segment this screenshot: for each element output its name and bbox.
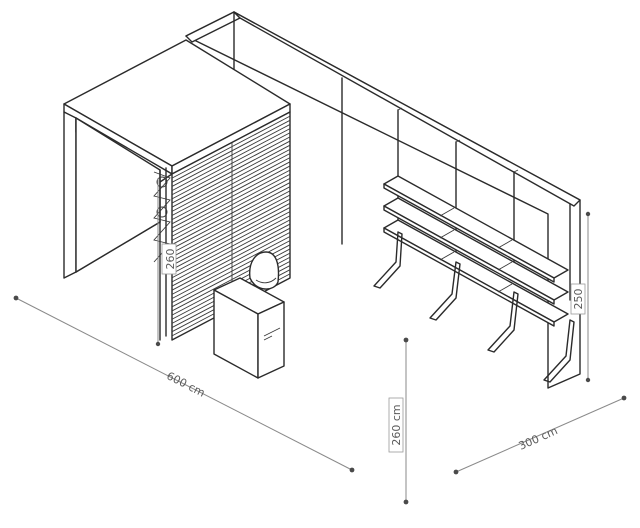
slat-line	[171, 144, 291, 208]
dimension-height: 260 cm	[388, 337, 409, 505]
slat-line	[171, 240, 291, 304]
depth-label: 300 cm	[517, 424, 560, 453]
length-label: 600 cm	[164, 369, 207, 399]
slat-line	[171, 186, 291, 250]
slat-line	[171, 157, 291, 221]
slat-line	[171, 211, 291, 274]
slat-line	[171, 207, 291, 270]
slat-line	[171, 165, 291, 229]
slat-line	[171, 173, 291, 237]
slat-line	[171, 227, 291, 291]
chair	[249, 251, 280, 290]
back-wall	[185, 11, 581, 389]
slat-line	[171, 223, 291, 287]
shelving-unit	[373, 175, 575, 383]
slat-line	[171, 198, 291, 262]
slat-line	[171, 231, 291, 295]
slat-line	[171, 136, 291, 200]
counter	[213, 277, 285, 379]
slat-line	[171, 202, 291, 266]
dimension-wall-height: 250	[570, 211, 591, 383]
slat-line	[171, 169, 291, 233]
slat-line	[171, 178, 291, 241]
height-label: 260 cm	[390, 404, 403, 445]
slat-line	[171, 128, 291, 191]
slat-line	[171, 190, 291, 254]
slat-line	[171, 140, 291, 204]
slat-line	[171, 182, 291, 245]
slat-line	[171, 194, 291, 258]
slat-line	[171, 119, 291, 183]
slat-line	[171, 115, 291, 179]
cabin	[63, 39, 291, 341]
slat-line	[171, 161, 291, 225]
dimension-cabin-height: 260	[155, 178, 177, 347]
dimension-depth: 300 cm	[453, 395, 627, 475]
slat-line	[171, 148, 291, 212]
slat-line	[171, 124, 291, 187]
slat-line	[171, 236, 291, 299]
cabin-height-label: 260	[164, 249, 177, 270]
slat-line	[171, 219, 291, 283]
wall-height-label: 250	[572, 289, 585, 310]
slat-line	[171, 153, 291, 216]
slat-line	[171, 132, 291, 196]
slat-line	[171, 215, 291, 279]
